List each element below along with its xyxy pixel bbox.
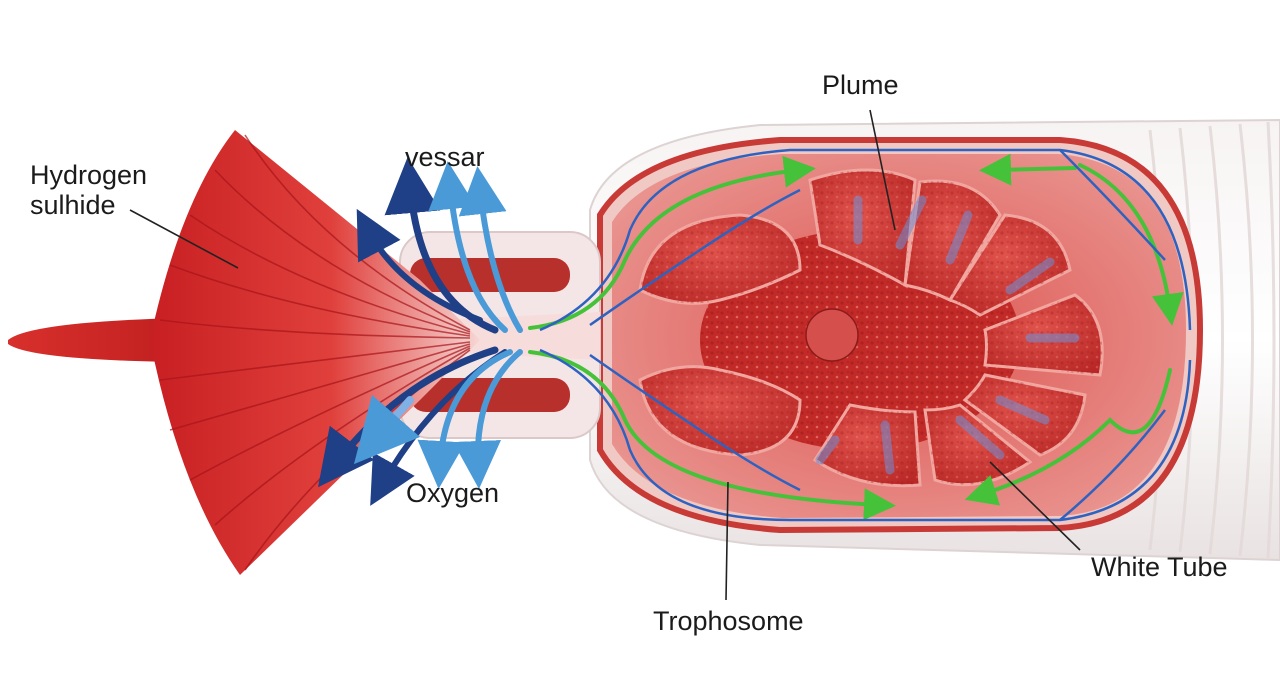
label-plume: Plume: [822, 70, 899, 100]
leader-hydrogen: [129, 209, 239, 269]
leader-white-tube: [989, 461, 1081, 551]
external-vessels: [317, 157, 523, 506]
trophosome-lobes: [638, 168, 1104, 488]
red-plume: [150, 130, 480, 575]
leader-trophosome: [725, 481, 729, 601]
label-white-tube: White Tube: [1091, 552, 1228, 582]
label-hydrogen-line1: Hydrogen: [30, 160, 148, 190]
label-hydrogen-sulhide: Hydrogen sulhide: [30, 160, 147, 220]
label-trophosome: Trophosome: [653, 606, 804, 636]
leader-lines: [129, 109, 1081, 601]
label-hydrogen-line2: sulhide: [30, 190, 116, 220]
leader-plume: [869, 109, 896, 231]
blue-vessels: [539, 148, 1192, 522]
green-vessels: [528, 153, 1184, 521]
label-vessar: vessar: [405, 142, 485, 172]
label-oxygen: Oxygen: [406, 478, 500, 508]
